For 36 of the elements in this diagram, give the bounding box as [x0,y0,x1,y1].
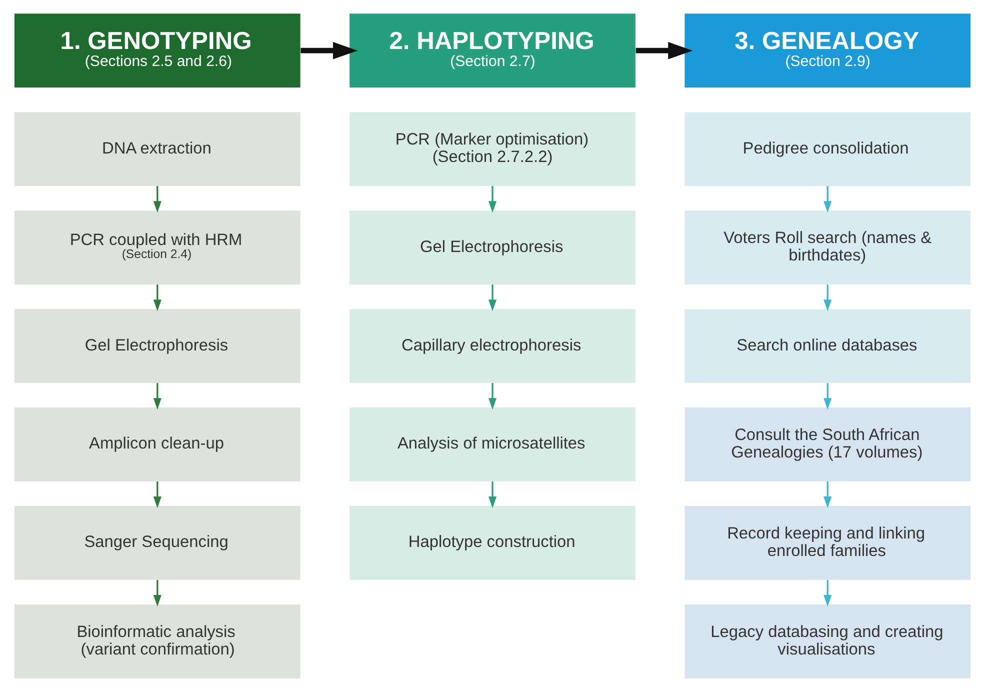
node-box: Legacy databasing and creating visualisations [684,604,971,678]
node-box: Gel Electrophoresis [350,210,636,284]
node-box: DNA extraction [14,112,300,186]
arrow [153,482,162,508]
arrow [824,580,832,607]
node-box: Amplicon clean-up [14,408,300,482]
arrow [636,42,693,60]
node-box: 3. GENEALOGY (Section 2.9) [684,14,971,88]
node-box: Analysis of microsatellites [350,408,636,482]
arrow [824,482,832,508]
arrow [488,482,497,508]
node-box: Consult the South African Genealogies (17 volumes) [684,408,971,482]
node-box: Haplotype construction [350,506,636,580]
node-box: PCR (Marker optimisation) (Section 2.7.2.2) [350,112,636,186]
arrow [488,186,497,213]
node-box: Bioinformatic analysis (variant confirmation) [14,604,300,678]
arrow [824,383,832,410]
node-box: 1. GENOTYPING (Sections 2.5 and 2.6) [14,14,300,88]
arrow [153,383,162,410]
node-box: 2. HAPLOTYPING (Section 2.7) [350,14,636,88]
arrow [300,42,358,60]
node-box: Voters Roll search (names & birthdates) [684,210,971,284]
node-box: Record keeping and linking enrolled families [684,506,971,580]
node-box: Sanger Sequencing [14,506,300,580]
node-box: Gel Electrophoresis [14,309,300,383]
arrow [153,284,162,312]
arrow [488,284,497,312]
arrow [824,186,832,213]
node-box: Capillary electrophoresis [350,309,636,383]
node-box: PCR coupled with HRM (Section 2.4) [14,210,300,284]
node-box: Pedigree consolidation [684,112,971,186]
node-box: Search online databases [684,309,971,383]
arrow [153,186,162,213]
arrow [488,383,497,410]
arrow [153,580,162,607]
arrow [824,284,832,312]
